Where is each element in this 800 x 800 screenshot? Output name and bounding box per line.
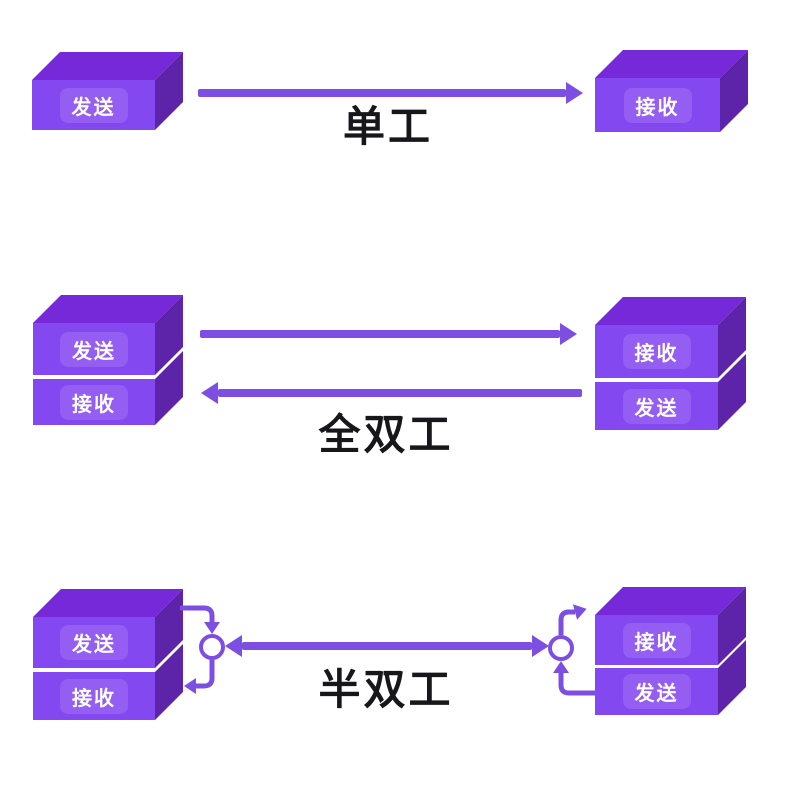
arrow-left-icon: [218, 389, 582, 397]
box-top-face: [595, 297, 746, 325]
receive-label: 接收: [623, 87, 692, 123]
receive-label: 接收: [60, 384, 128, 420]
box-front-face: 发送: [595, 382, 718, 430]
section-title-full-duplex: 全双工: [318, 410, 454, 459]
box-front-face: 接收: [33, 379, 155, 425]
send-label: 发送: [622, 674, 691, 709]
box-front-face: 发送: [33, 617, 155, 668]
send-label: 发送: [59, 87, 128, 123]
arrow-right-icon: [198, 89, 566, 97]
send-label: 发送: [60, 625, 128, 660]
receive-label: 接收: [60, 678, 128, 714]
receive-label: 接收: [622, 622, 691, 658]
arrow-right-icon: [200, 330, 560, 338]
box-front-face: 接收: [595, 325, 718, 378]
box-front-face: 发送: [32, 80, 155, 130]
box-top-face: [33, 295, 183, 323]
box-front-face: 接收: [33, 672, 155, 720]
right-switch-node: [548, 604, 595, 696]
box-top-face: [33, 589, 183, 617]
arrow-both-icon: [242, 642, 532, 650]
receive-label: 接收: [622, 334, 691, 369]
box-front-face: 发送: [595, 668, 718, 715]
box-front-face: 接收: [595, 78, 720, 132]
send-label: 发送: [60, 331, 128, 367]
send-label: 发送: [622, 388, 691, 424]
box-top-face: [595, 50, 748, 78]
box-top-face: [595, 587, 746, 615]
box-front-face: 发送: [33, 323, 155, 375]
left-switch-node: [180, 605, 225, 694]
section-title-half-duplex: 半双工: [318, 665, 454, 714]
box-top-face: [32, 52, 183, 80]
section-title-simplex: 单工: [342, 102, 434, 151]
box-front-face: 接收: [595, 615, 718, 665]
